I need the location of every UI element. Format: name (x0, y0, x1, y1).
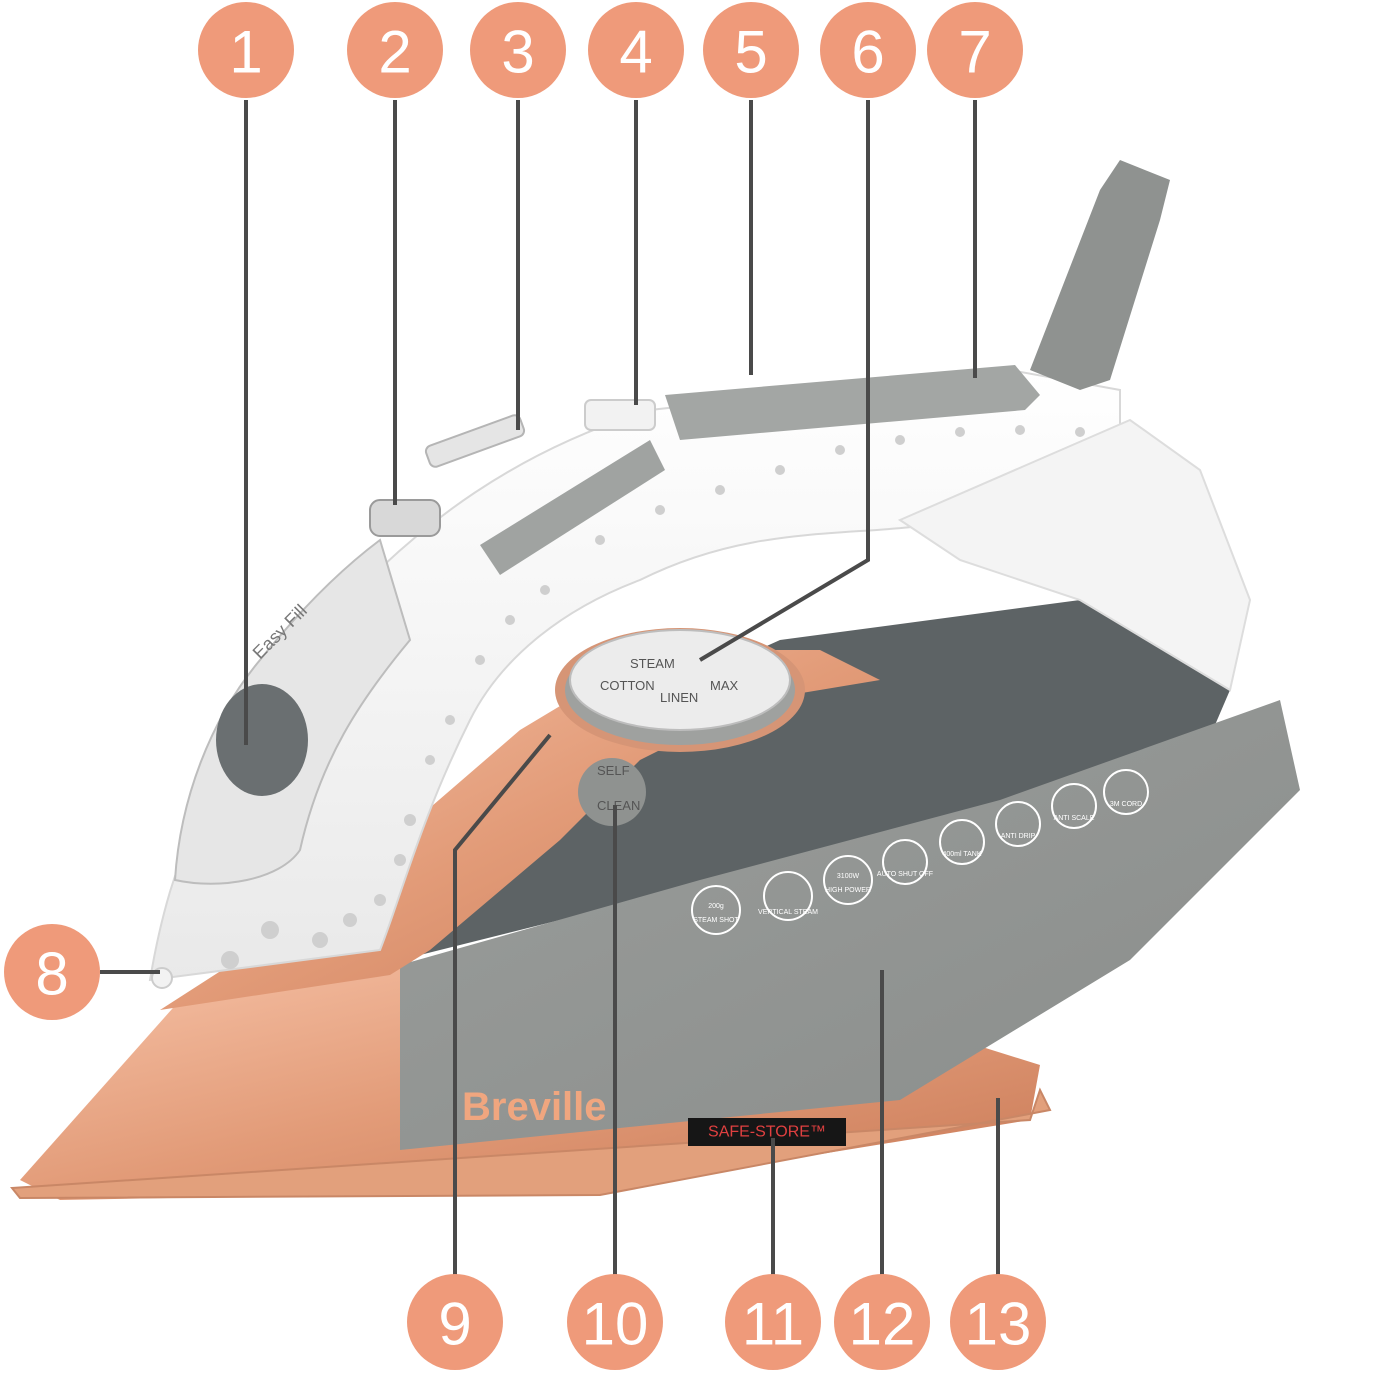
vertical-steam-label: VERTICAL STEAM (758, 909, 818, 916)
dial-label-linen: LINEN (660, 690, 698, 705)
self-clean-button: SELF CLEAN (578, 758, 646, 826)
callout-13: 13 (950, 1274, 1046, 1370)
callout-1: 1 (198, 2, 294, 98)
callout-7: 7 (927, 2, 1023, 98)
handle-grip (665, 365, 1040, 440)
dial-label-max: MAX (710, 678, 739, 693)
callout-8: 8 (4, 924, 100, 1020)
callout-10: 10 (567, 1274, 663, 1370)
svg-text:4: 4 (619, 19, 652, 86)
callout-11: 11 (725, 1274, 821, 1370)
anti-drip-icon: ANTI DRIP (995, 801, 1041, 847)
svg-text:3: 3 (501, 19, 534, 86)
water-tank-icon: 400ml TANK (939, 819, 985, 865)
callout-3: 3 (470, 2, 566, 98)
callout-4: 4 (588, 2, 684, 98)
anti-scale-label: ANTI SCALE (1054, 815, 1095, 822)
svg-text:12: 12 (849, 1291, 916, 1358)
steam-shot-value: 200g (708, 903, 724, 910)
power-value: 3100W (837, 873, 860, 880)
callout-9: 9 (407, 1274, 503, 1370)
callout-5: 5 (703, 2, 799, 98)
brand-logo: Breville (462, 1085, 607, 1129)
svg-text:9: 9 (438, 1291, 471, 1358)
svg-text:1: 1 (229, 19, 262, 86)
callout-6: 6 (820, 2, 916, 98)
side-panel (400, 700, 1300, 1150)
leader-lines (100, 100, 1000, 1290)
callouts: 1 2 3 4 5 6 7 8 9 10 11 12 13 (4, 2, 1046, 1370)
water-tank (400, 600, 1230, 960)
vertical-steam-icon: VERTICAL STEAM (758, 871, 818, 921)
svg-text:11: 11 (742, 1291, 804, 1358)
dial-label-cotton: COTTON (600, 678, 655, 693)
temperature-dial: COTTON STEAM LINEN MAX (555, 628, 805, 752)
rear-body (897, 418, 1252, 692)
shot-of-steam-button (584, 399, 656, 431)
anti-drip-label: ANTI DRIP (1001, 833, 1036, 840)
power-icon: 3100W HIGH POWER (823, 855, 873, 905)
callout-12: 12 (834, 1274, 930, 1370)
svg-text:5: 5 (734, 19, 767, 86)
svg-text:10: 10 (582, 1291, 649, 1358)
auto-shut-off-icon: AUTO SHUT OFF (877, 839, 933, 885)
svg-text:6: 6 (851, 19, 884, 86)
auto-shut-off-label: AUTO SHUT OFF (877, 871, 933, 878)
self-clean-label-2: CLEAN (597, 798, 640, 813)
svg-text:7: 7 (958, 19, 991, 86)
svg-text:2: 2 (378, 19, 411, 86)
steam-slider (424, 414, 526, 468)
power-label: HIGH POWER (825, 887, 871, 894)
crystal-decoration (221, 425, 1085, 969)
safe-store-label: SAFE-STORE™ (708, 1124, 826, 1141)
cord-guard (1030, 160, 1170, 390)
cord-label: 3M CORD (1110, 801, 1142, 808)
dial-label-steam: STEAM (630, 656, 675, 671)
svg-text:8: 8 (35, 941, 68, 1008)
soleplate-edge (10, 1087, 1052, 1200)
fill-cap (216, 684, 308, 796)
safe-store-badge (688, 1118, 846, 1146)
cord-icon: 3M CORD (1103, 769, 1149, 815)
callout-2: 2 (347, 2, 443, 98)
spray-button (369, 499, 441, 537)
water-tank-label: 400ml TANK (942, 851, 981, 858)
self-clean-label-1: SELF (597, 763, 630, 778)
steam-vent-grille (480, 440, 665, 575)
anti-scale-icon: ANTI SCALE (1051, 783, 1097, 829)
steam-shot-label: STEAM SHOT (693, 917, 739, 924)
svg-text:13: 13 (965, 1291, 1032, 1358)
